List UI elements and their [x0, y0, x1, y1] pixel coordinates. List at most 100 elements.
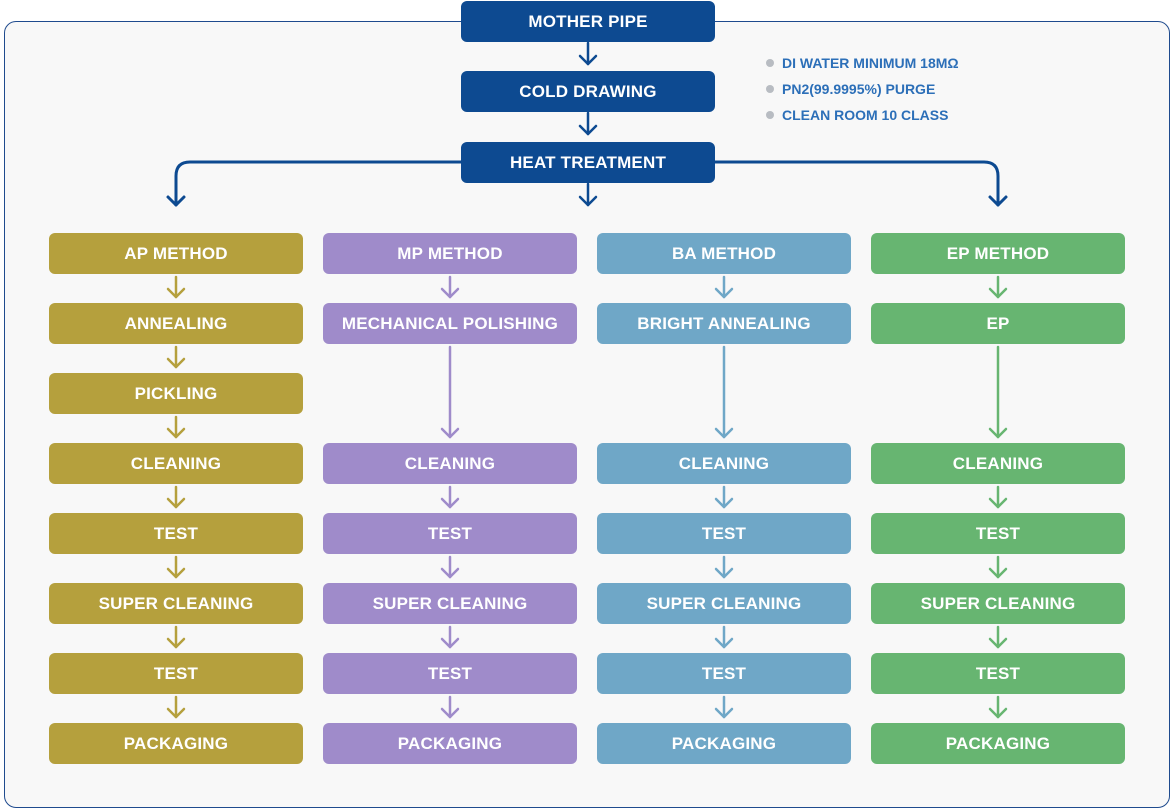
arrow-head-icon — [988, 287, 1008, 299]
arrow-head-icon — [166, 707, 186, 719]
step-label: MECHANICAL POLISHING — [341, 313, 559, 333]
step-ap-cleaning: CLEANING — [49, 443, 303, 484]
step-ap-ap-method: AP METHOD — [49, 233, 303, 274]
step-label: TEST — [975, 523, 1021, 543]
step-label: TEST — [701, 663, 747, 683]
arrow-head-icon — [440, 497, 460, 509]
arrow-head-icon — [714, 707, 734, 719]
arrow-head-icon — [988, 567, 1008, 579]
step-label: SUPER CLEANING — [98, 593, 254, 613]
step-ap-test: TEST — [49, 513, 303, 554]
note-text: CLEAN ROOM 10 CLASS — [782, 107, 949, 123]
step-mp-test: TEST — [323, 653, 577, 694]
arrow-head-icon — [578, 195, 598, 207]
arrow-head-icon — [440, 707, 460, 719]
step-mp-packaging: PACKAGING — [323, 723, 577, 764]
arrow-head-icon — [714, 427, 734, 439]
step-ep-ep-method: EP METHOD — [871, 233, 1125, 274]
step-mp-mechanical-polishing: MECHANICAL POLISHING — [323, 303, 577, 344]
step-label: SUPER CLEANING — [372, 593, 528, 613]
step-cold-drawing: COLD DRAWING — [461, 71, 715, 112]
note-item: PN2(99.9995%) PURGE — [766, 80, 959, 106]
step-label: BA METHOD — [671, 243, 777, 263]
step-label: TEST — [701, 523, 747, 543]
step-ap-test: TEST — [49, 653, 303, 694]
note-text: DI WATER MINIMUM 18MΩ — [782, 55, 959, 71]
arrow-head-icon — [988, 195, 1008, 207]
step-ep-packaging: PACKAGING — [871, 723, 1125, 764]
arrow-head-icon — [440, 567, 460, 579]
step-ep-super-cleaning: SUPER CLEANING — [871, 583, 1125, 624]
step-label: PACKAGING — [671, 733, 777, 753]
step-label: CLEANING — [404, 453, 496, 473]
arrow-head-icon — [714, 567, 734, 579]
step-ba-test: TEST — [597, 653, 851, 694]
arrow-head-icon — [714, 637, 734, 649]
step-label: MOTHER PIPE — [528, 11, 648, 31]
step-label: PACKAGING — [397, 733, 503, 753]
bullet-icon — [766, 85, 774, 93]
arrow-head-icon — [440, 287, 460, 299]
arrow-head-icon — [166, 357, 186, 369]
arrow-head-icon — [578, 54, 598, 66]
arrow-head-icon — [988, 637, 1008, 649]
step-ba-ba-method: BA METHOD — [597, 233, 851, 274]
step-ba-packaging: PACKAGING — [597, 723, 851, 764]
step-ba-cleaning: CLEANING — [597, 443, 851, 484]
arrow-head-icon — [440, 427, 460, 439]
step-label: CLEANING — [678, 453, 770, 473]
bullet-icon — [766, 111, 774, 119]
bullet-icon — [766, 59, 774, 67]
step-label: AP METHOD — [124, 243, 228, 263]
step-mp-cleaning: CLEANING — [323, 443, 577, 484]
step-label: PACKAGING — [123, 733, 229, 753]
step-ap-pickling: PICKLING — [49, 373, 303, 414]
arrow-head-icon — [988, 707, 1008, 719]
step-label: TEST — [153, 523, 199, 543]
note-item: DI WATER MINIMUM 18MΩ — [766, 54, 959, 80]
step-label: MP METHOD — [397, 243, 503, 263]
arrow-head-icon — [988, 427, 1008, 439]
step-label: EP METHOD — [946, 243, 1050, 263]
step-ba-super-cleaning: SUPER CLEANING — [597, 583, 851, 624]
process-notes: DI WATER MINIMUM 18MΩ PN2(99.9995%) PURG… — [766, 54, 959, 132]
step-label: TEST — [427, 523, 473, 543]
step-label: CLEANING — [130, 453, 222, 473]
arrow-head-icon — [578, 124, 598, 136]
step-ep-test: TEST — [871, 513, 1125, 554]
arrow-head-icon — [166, 497, 186, 509]
arrow-head-icon — [714, 287, 734, 299]
step-label: SUPER CLEANING — [920, 593, 1076, 613]
step-mother-pipe: MOTHER PIPE — [461, 1, 715, 42]
step-ba-bright-annealing: BRIGHT ANNEALING — [597, 303, 851, 344]
step-ba-test: TEST — [597, 513, 851, 554]
arrow-head-icon — [988, 497, 1008, 509]
note-item: CLEAN ROOM 10 CLASS — [766, 106, 959, 132]
step-mp-super-cleaning: SUPER CLEANING — [323, 583, 577, 624]
step-ep-cleaning: CLEANING — [871, 443, 1125, 484]
step-label: PACKAGING — [945, 733, 1051, 753]
step-label: COLD DRAWING — [519, 81, 657, 101]
arrow-head-icon — [166, 567, 186, 579]
step-mp-mp-method: MP METHOD — [323, 233, 577, 274]
step-label: TEST — [975, 663, 1021, 683]
step-ep-ep: EP — [871, 303, 1125, 344]
arrow-head-icon — [714, 497, 734, 509]
step-mp-test: TEST — [323, 513, 577, 554]
arrow-head-icon — [166, 427, 186, 439]
step-label: PICKLING — [134, 383, 218, 403]
arrow-head-icon — [166, 637, 186, 649]
step-ap-annealing: ANNEALING — [49, 303, 303, 344]
step-label: TEST — [153, 663, 199, 683]
step-label: ANNEALING — [124, 313, 228, 333]
arrow-head-icon — [440, 637, 460, 649]
arrow-head-icon — [166, 195, 186, 207]
arrow-head-icon — [166, 287, 186, 299]
step-label: EP — [986, 313, 1010, 333]
step-label: HEAT TREATMENT — [509, 152, 667, 172]
note-text: PN2(99.9995%) PURGE — [782, 81, 936, 97]
step-label: SUPER CLEANING — [646, 593, 802, 613]
step-ap-packaging: PACKAGING — [49, 723, 303, 764]
step-label: TEST — [427, 663, 473, 683]
